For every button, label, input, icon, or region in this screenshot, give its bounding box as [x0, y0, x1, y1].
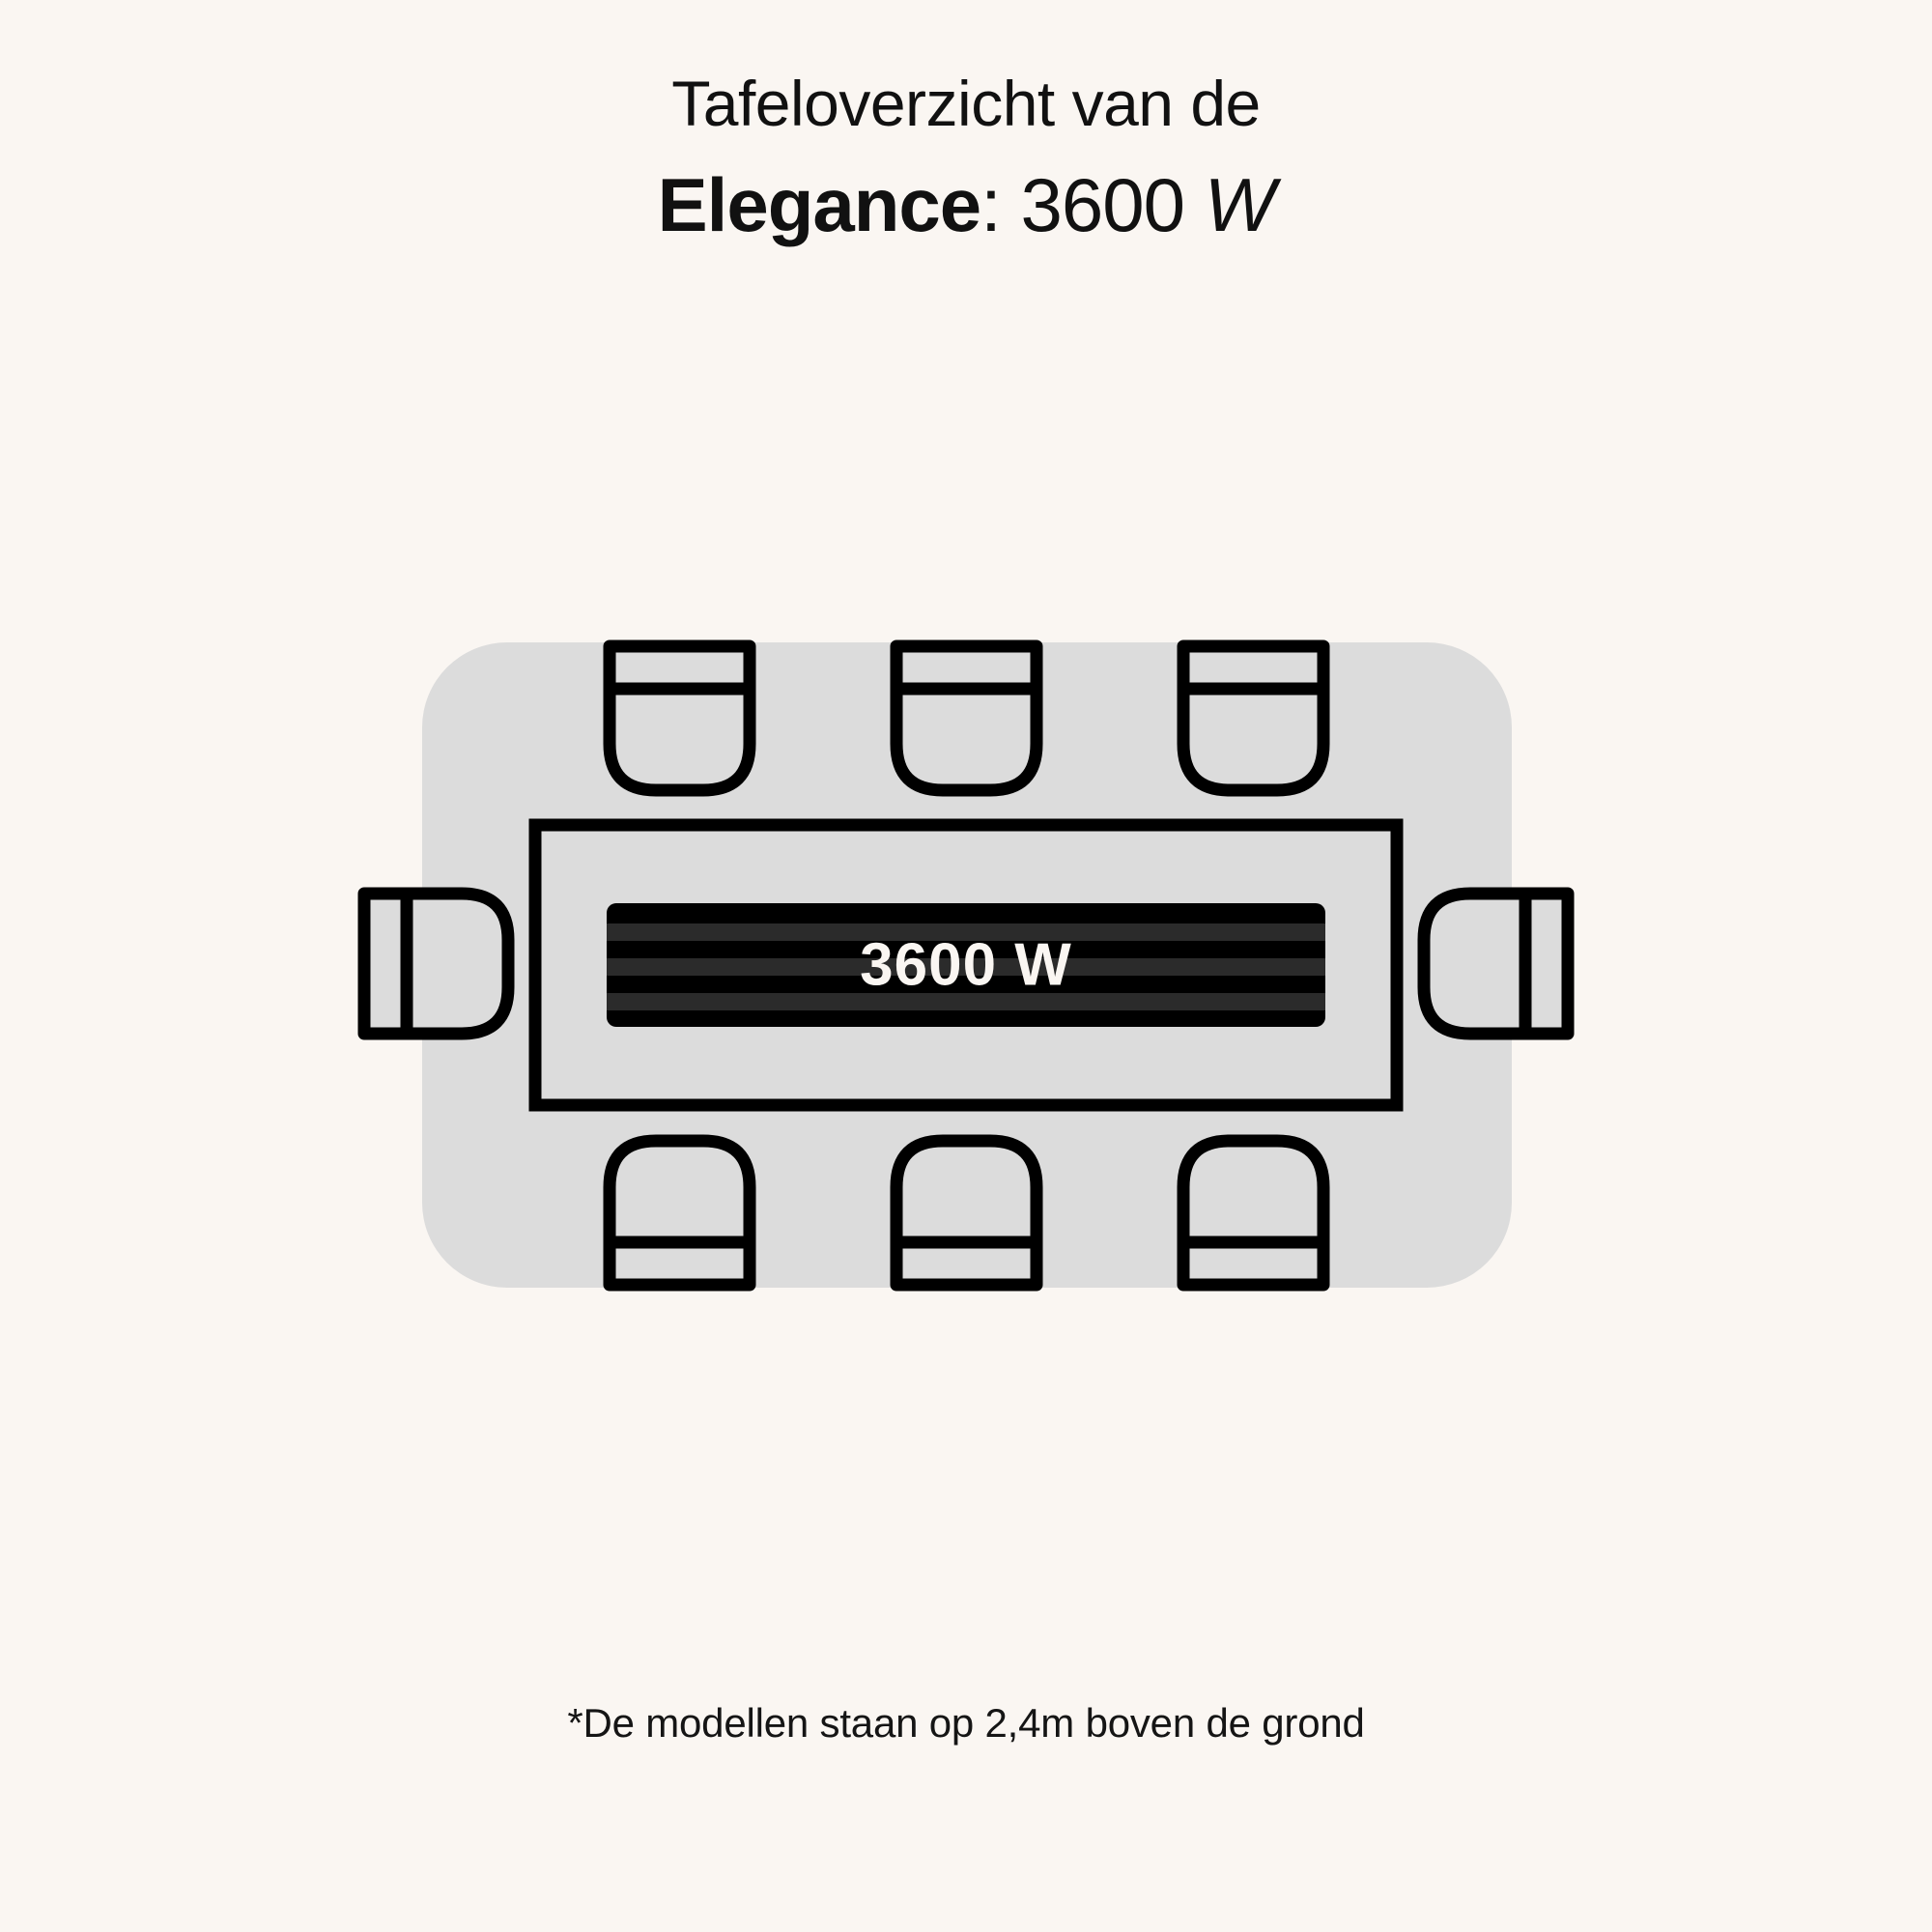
title-power-unit: W — [1204, 161, 1276, 247]
chair-left-1 — [357, 887, 515, 1040]
chair-right-1 — [1417, 887, 1575, 1040]
page-title: Tafeloverzicht van de Elegance: 3600 W — [0, 68, 1932, 252]
heater-power-label: 3600 W — [860, 932, 1072, 999]
table-surface — [528, 818, 1404, 1112]
title-model-name: Elegance — [657, 161, 982, 247]
chair-bottom-2 — [890, 1134, 1043, 1292]
heater-stripes — [607, 923, 1325, 1010]
chair-top-2 — [890, 639, 1043, 797]
title-model-line: Elegance: 3600 W — [0, 158, 1932, 253]
chair-top-3 — [1177, 639, 1330, 797]
heater-unit: 3600 W — [607, 903, 1325, 1027]
title-subtitle-line: Tafeloverzicht van de — [671, 68, 1261, 139]
chair-bottom-3 — [1177, 1134, 1330, 1292]
chair-bottom-1 — [603, 1134, 756, 1292]
title-separator: : — [980, 161, 1021, 247]
title-power-value: 3600 — [1020, 161, 1186, 247]
footnote-text: *De modellen staan op 2,4m boven de gron… — [567, 1700, 1365, 1746]
zone-background — [422, 642, 1512, 1288]
chair-top-1 — [603, 639, 756, 797]
